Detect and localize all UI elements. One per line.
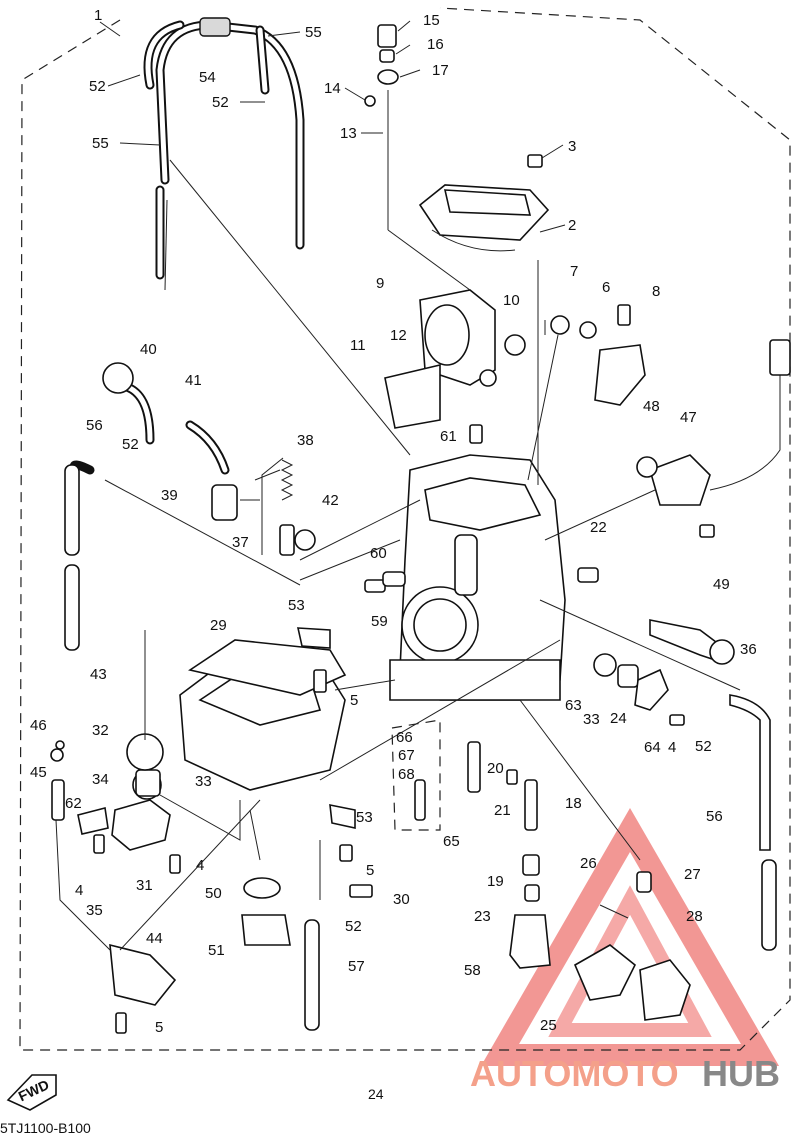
callout-36: 36 <box>740 641 757 658</box>
callout-16: 16 <box>427 36 444 53</box>
callout-15: 15 <box>423 12 440 29</box>
callout-38: 38 <box>297 432 314 449</box>
callout-11: 11 <box>350 337 366 354</box>
callout-54: 54 <box>199 69 216 86</box>
callout-18: 18 <box>565 795 582 812</box>
callout-68: 68 <box>398 766 415 783</box>
callout-22: 22 <box>590 519 607 536</box>
page-number: 24 <box>368 1086 384 1102</box>
callout-53b: 53 <box>356 809 373 826</box>
callout-52b: 52 <box>212 94 229 111</box>
callout-46: 46 <box>30 717 47 734</box>
callout-52d: 52 <box>695 738 712 755</box>
callout-63: 63 <box>565 697 582 714</box>
callout-6: 6 <box>602 279 610 296</box>
callout-50: 50 <box>205 885 222 902</box>
callout-55b: 55 <box>92 135 109 152</box>
callout-10: 10 <box>503 292 520 309</box>
fwd-arrow: FWD <box>6 1074 57 1111</box>
callout-66: 66 <box>396 729 413 746</box>
float-bowl <box>179 639 347 791</box>
callout-7: 7 <box>570 263 578 280</box>
callout-37: 37 <box>232 534 249 551</box>
callout-67: 67 <box>398 747 415 764</box>
callout-5a: 5 <box>350 692 358 709</box>
callout-62: 62 <box>65 795 82 812</box>
callout-1: 1 <box>94 7 102 24</box>
callout-31: 31 <box>136 877 153 894</box>
callout-49: 49 <box>713 576 730 593</box>
watermark-triangle <box>480 808 780 1066</box>
callout-21: 21 <box>494 802 511 819</box>
callout-43: 43 <box>90 666 107 683</box>
callout-39: 39 <box>161 487 178 504</box>
callout-29: 29 <box>210 617 227 634</box>
callout-32: 32 <box>92 722 109 739</box>
callout-30: 30 <box>393 891 410 908</box>
callout-28: 28 <box>686 908 703 925</box>
callout-58: 58 <box>464 962 481 979</box>
breather-hoses <box>143 17 305 280</box>
callout-8: 8 <box>652 283 660 300</box>
carburetor-body <box>389 454 566 701</box>
callout-19: 19 <box>487 873 504 890</box>
callout-25: 25 <box>540 1017 557 1034</box>
callout-52a: 52 <box>89 78 106 95</box>
callout-5c: 5 <box>155 1019 163 1036</box>
callout-33b: 33 <box>583 711 600 728</box>
callout-27: 27 <box>684 866 701 883</box>
callout-57: 57 <box>348 958 365 975</box>
throttle-valve <box>419 289 526 387</box>
callout-20: 20 <box>487 760 504 777</box>
callout-41: 41 <box>185 372 202 389</box>
callout-3: 3 <box>568 138 576 155</box>
callout-51: 51 <box>208 942 225 959</box>
watermark-text-2: HUB <box>702 1053 780 1094</box>
callout-4c: 4 <box>196 857 204 874</box>
callout-numbers: 1 2 3 4 4 4 5 5 5 6 7 8 9 10 11 12 13 14… <box>30 7 757 1036</box>
callout-53a: 53 <box>288 597 305 614</box>
callout-45: 45 <box>30 764 47 781</box>
callout-64: 64 <box>644 739 661 756</box>
callout-44: 44 <box>146 930 163 947</box>
callout-52e: 52 <box>345 918 362 935</box>
callout-55a: 55 <box>305 24 322 41</box>
callout-60: 60 <box>370 545 387 562</box>
callout-61: 61 <box>440 428 457 445</box>
figure-code: 5TJ1100-B100 <box>0 1120 91 1136</box>
top-cover <box>418 184 550 252</box>
callout-24: 24 <box>610 710 627 727</box>
callout-23: 23 <box>474 908 491 925</box>
callout-14: 14 <box>324 80 341 97</box>
callout-26: 26 <box>580 855 597 872</box>
watermark-text-1: AUTOMOTO <box>470 1053 679 1094</box>
callout-34: 34 <box>92 771 109 788</box>
callout-12: 12 <box>390 327 407 344</box>
callout-2: 2 <box>568 217 576 234</box>
callout-40: 40 <box>140 341 157 358</box>
callout-4a: 4 <box>668 739 676 756</box>
callout-65: 65 <box>443 833 460 850</box>
callout-59: 59 <box>371 613 388 630</box>
callout-56b: 56 <box>706 808 723 825</box>
callout-13: 13 <box>340 125 357 142</box>
callout-52c: 52 <box>122 436 139 453</box>
callout-5b: 5 <box>366 862 374 879</box>
callout-33a: 33 <box>195 773 212 790</box>
callout-9: 9 <box>376 275 384 292</box>
float <box>573 944 691 1021</box>
callout-56a: 56 <box>86 417 103 434</box>
assembly-boundary <box>19 7 791 1051</box>
callout-48: 48 <box>643 398 660 415</box>
callout-42: 42 <box>322 492 339 509</box>
callout-35: 35 <box>86 902 103 919</box>
callout-47: 47 <box>680 409 697 426</box>
callout-17: 17 <box>432 62 449 79</box>
callout-4b: 4 <box>75 882 83 899</box>
